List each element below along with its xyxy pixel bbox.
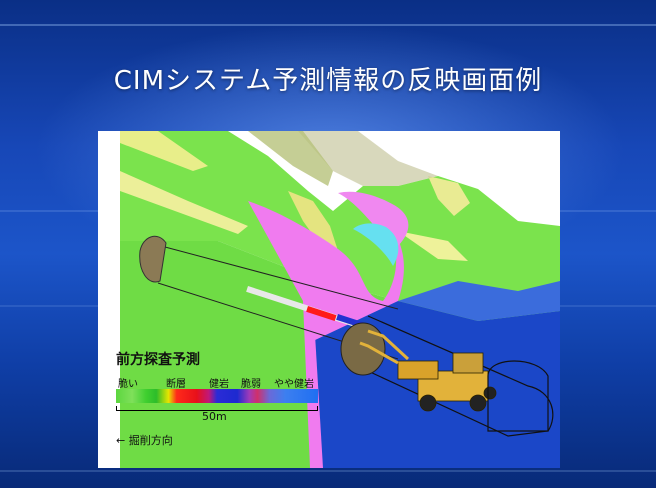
legend-label-fault: 断層 <box>166 379 186 390</box>
scale-bar <box>116 406 318 411</box>
legend-color-bar <box>116 389 318 403</box>
tunnel-face-far <box>139 235 167 283</box>
strata-yellow-4 <box>428 176 470 216</box>
geological-3d-model <box>120 131 560 468</box>
legend-title: 前方探査予測 <box>116 352 200 368</box>
fault-zone-magenta <box>248 199 404 351</box>
slide-title: CIMシステム予測情報の反映画面例 <box>113 66 543 96</box>
strata-yellow-1 <box>120 131 208 171</box>
tunnel-portal <box>487 360 549 432</box>
legend-label-fragile: 脆弱 <box>241 379 261 390</box>
strata-yellow-3 <box>288 191 338 251</box>
cliff-texture <box>248 131 333 186</box>
drilling-jumbo <box>359 329 497 412</box>
legend-label-brittle: 脆い <box>118 379 138 390</box>
strata-yellow-5 <box>398 231 468 261</box>
tunnel-cim-visualization: 前方探査予測 脆い 断層 健岩 脆弱 やや健岩 50m ← 掘削方向 <box>98 131 560 468</box>
tunnel-face-near <box>340 322 386 376</box>
cliff-shadow <box>298 131 438 186</box>
legend-label-sound-rock: 健岩 <box>209 379 229 390</box>
strata-yellow-2 <box>120 171 248 234</box>
prediction-strip-red <box>306 306 337 321</box>
legend: 前方探査予測 脆い 断層 健岩 脆弱 やや健岩 50m ← 掘削方向 <box>116 349 326 449</box>
background-streak <box>0 470 656 472</box>
legend-label-fairly-sound: やや健岩 <box>274 379 314 390</box>
background-streak <box>0 24 656 26</box>
rock-block-blue-top <box>398 281 560 321</box>
rock-band-cyan <box>353 223 399 266</box>
fault-strip <box>303 301 323 468</box>
scale-label: 50m <box>202 410 227 423</box>
excavation-direction: ← 掘削方向 <box>116 434 173 447</box>
